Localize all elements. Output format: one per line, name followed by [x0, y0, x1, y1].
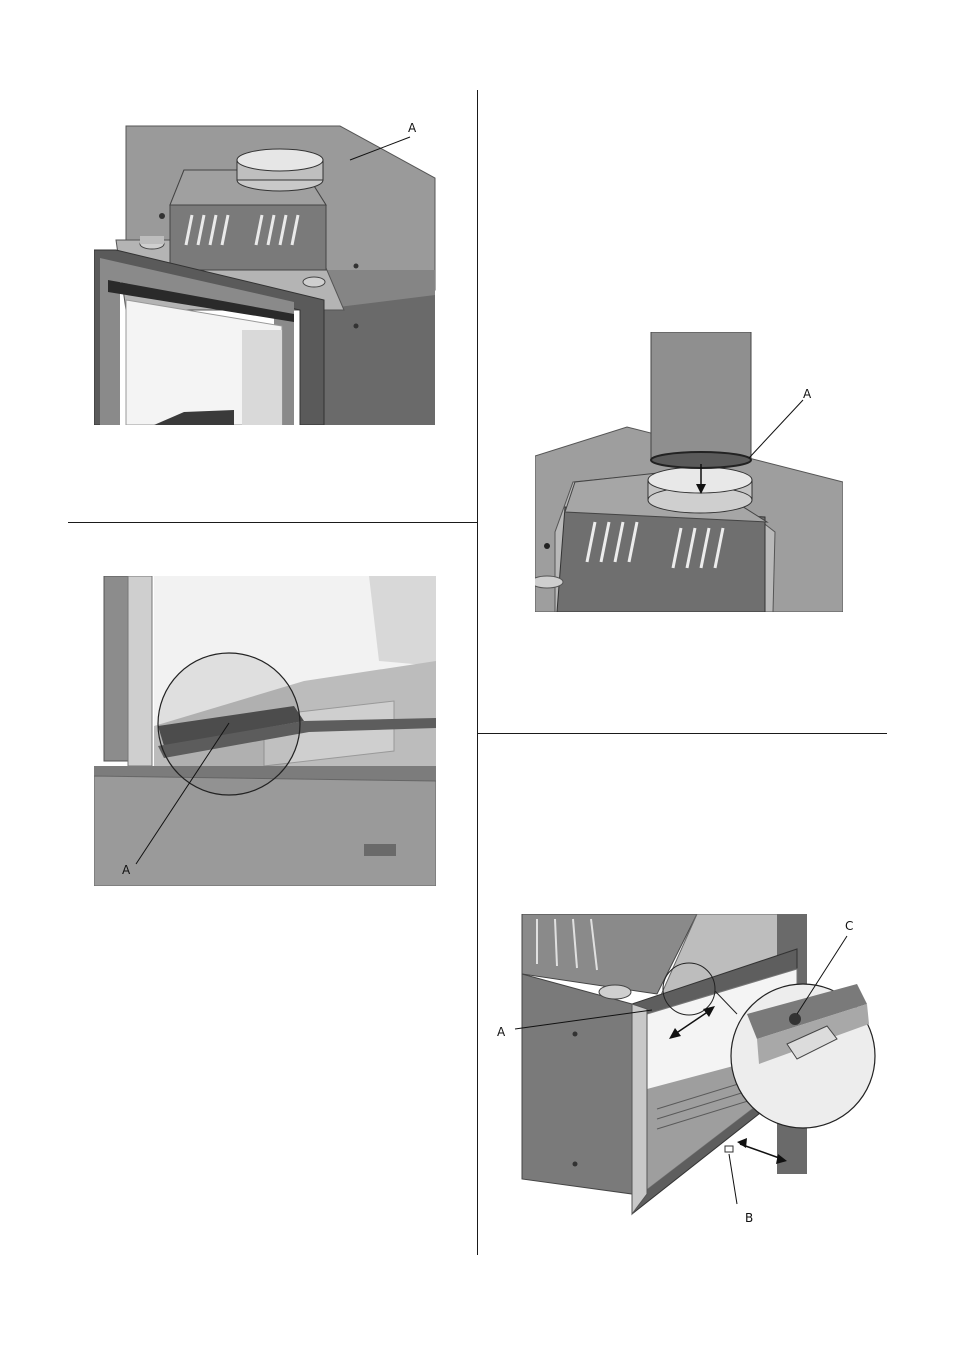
figure-door-adjustment-callout-c: C — [845, 919, 853, 933]
figure-flue-pipe: A — [535, 332, 843, 612]
figure-door-adjustment: A B C — [497, 914, 881, 1228]
figure-flue-pipe-callout-a: A — [803, 387, 812, 401]
figure-door-adjustment-callout-b: B — [745, 1211, 753, 1225]
figure-door-seal-callout-a: A — [122, 863, 131, 877]
figure-door-seal-drawing: A — [94, 576, 436, 886]
figure-door-adjustment-drawing: A B C — [497, 914, 881, 1228]
figure-flue-cover: A — [94, 120, 436, 425]
figure-flue-cover-drawing: A — [94, 120, 436, 425]
figure-door-seal: A — [94, 576, 436, 886]
figure-flue-cover-callout-a: A — [408, 121, 417, 135]
horizontal-divider-right — [477, 733, 887, 734]
figure-flue-pipe-drawing: A — [535, 332, 843, 612]
figure-door-adjustment-callout-a: A — [497, 1025, 506, 1039]
horizontal-divider-left — [68, 522, 478, 523]
vertical-divider — [477, 90, 478, 1255]
